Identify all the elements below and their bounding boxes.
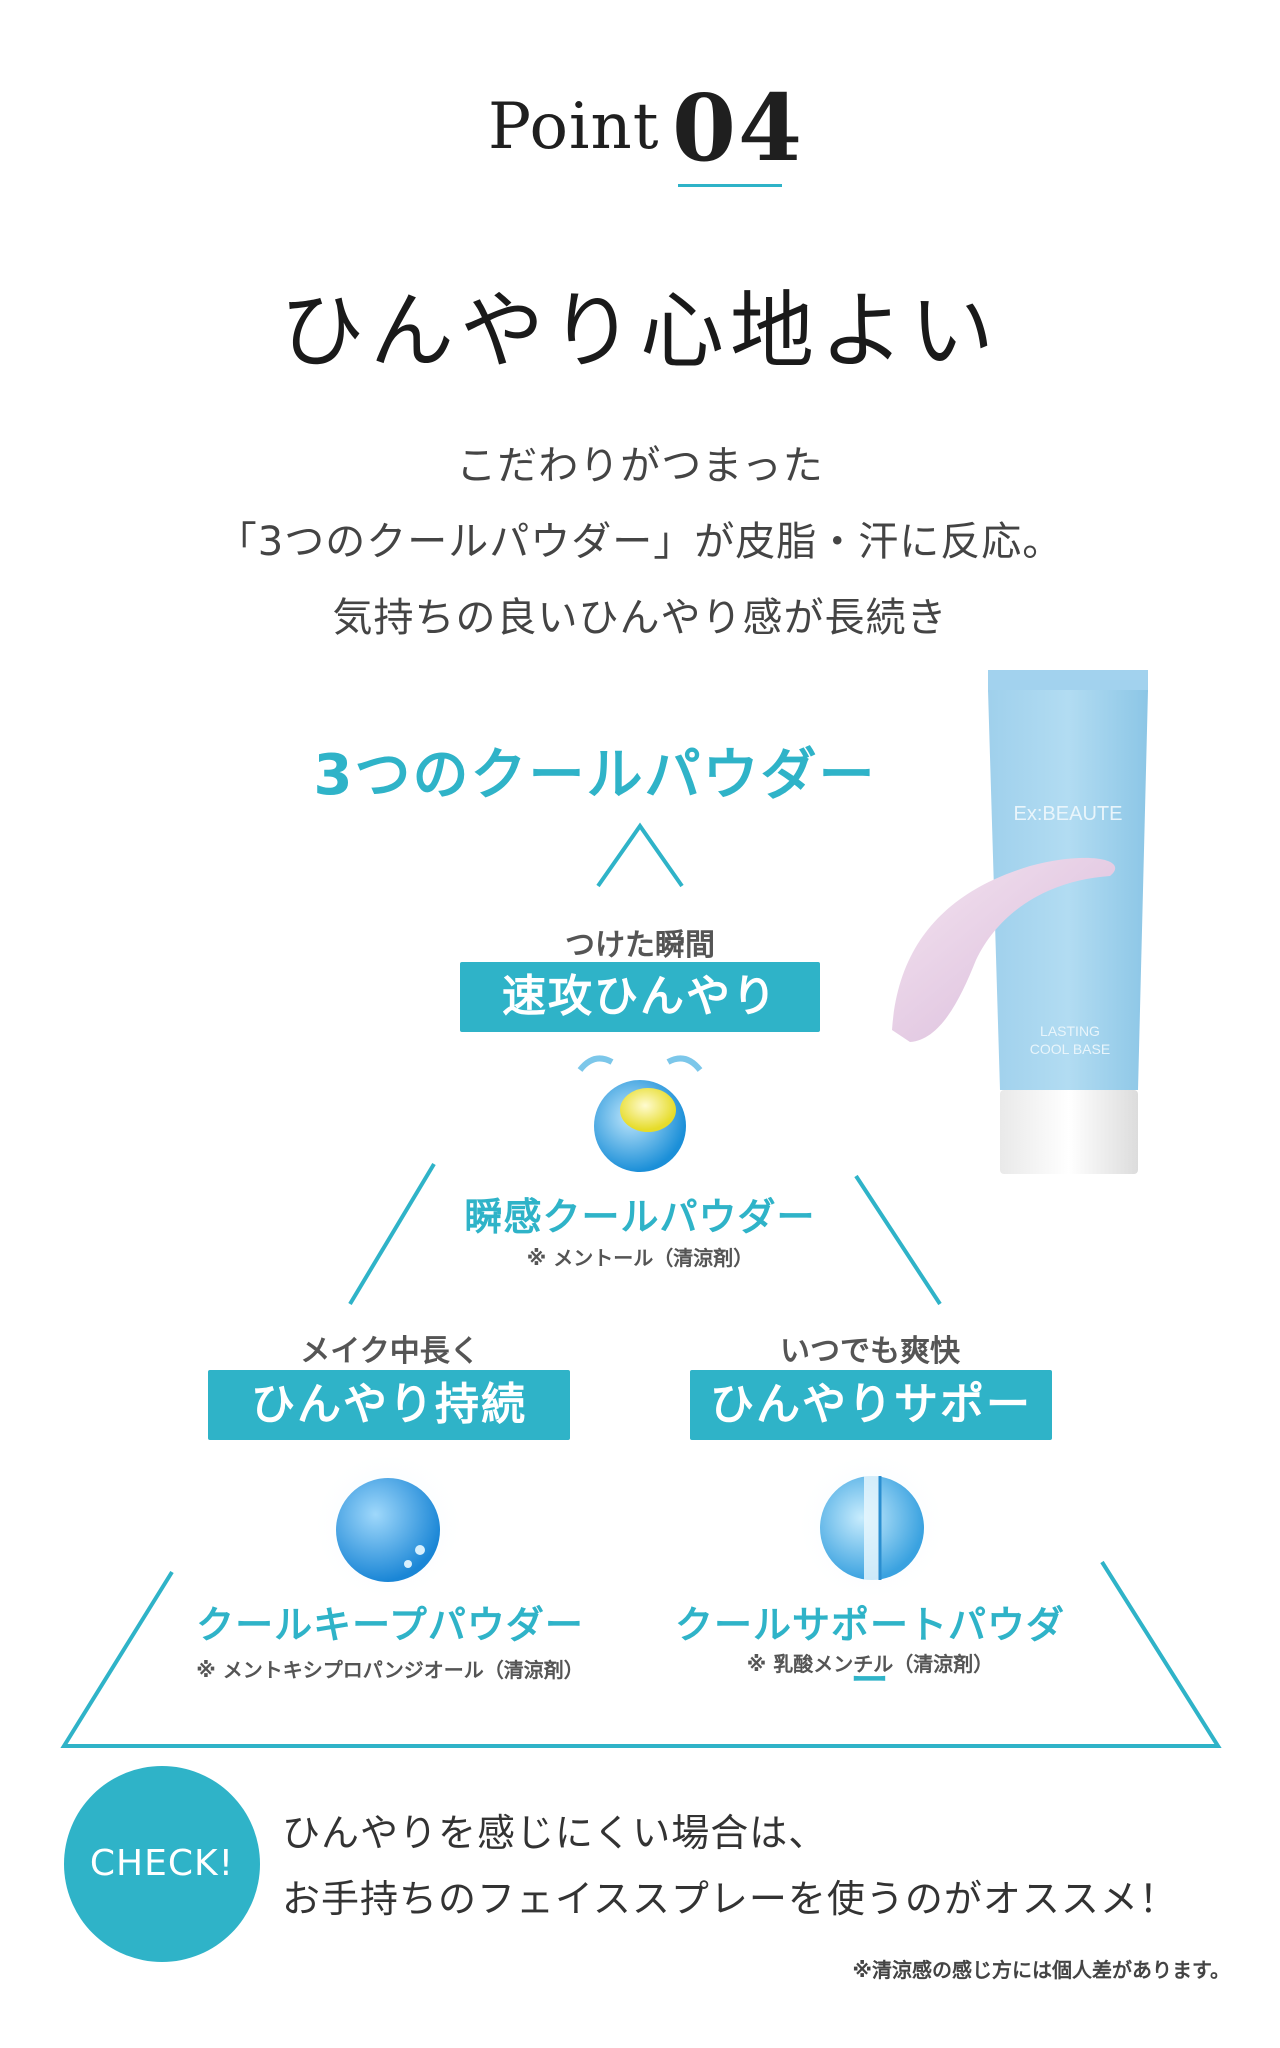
product-brand: Ex:BEAUTE	[1014, 803, 1123, 825]
check-badge: CHECK!	[64, 1766, 260, 1962]
top-powder-note: ※ メントール（清涼剤）	[526, 1246, 754, 1270]
product-name-line1: LASTING	[1040, 1023, 1100, 1039]
point-underline	[678, 184, 782, 187]
left-powder-bar: ひんやり持続	[208, 1370, 570, 1440]
right-side-upper	[854, 1174, 942, 1306]
intro-line-1: こだわりがつまった	[456, 443, 824, 489]
apex-caret	[596, 822, 684, 888]
top-powder-name: 瞬感クールパウダー	[464, 1195, 816, 1239]
product-tube-image: Ex:BEAUTE LASTING COOL BASE	[892, 670, 1148, 1174]
triangle-base	[60, 1560, 1222, 1748]
section-title: 3つのクールパウダー	[0, 730, 1280, 811]
product-tube: Ex:BEAUTE LASTING COOL BASE	[880, 670, 1180, 1180]
page-title: ひんやり心地よい	[279, 282, 1000, 380]
footnote: ※清涼感の感じ方には個人差があります。	[852, 1958, 1230, 1982]
check-text: ひんやりを感じにくい場合は、 お手持ちのフェイススプレーを使うのがオススメ！	[282, 1800, 1178, 1932]
point-label: Point	[488, 90, 660, 164]
section-title-text: 3つのクールパウダー	[313, 743, 877, 808]
left-powder-note: ※ メントキシプロパンジオール（清涼剤）	[196, 1658, 584, 1682]
top-powder-bar: 速攻ひんやり	[460, 962, 820, 1032]
intro-line-2: 「3つのクールパウダー」が皮脂・汗に反応。	[216, 519, 1064, 565]
cool-support-sphere-icon	[794, 1448, 950, 1604]
product-name-line2: COOL BASE	[1030, 1041, 1110, 1057]
left-side-upper	[348, 1162, 436, 1306]
left-powder-sub-label: メイク中長く	[300, 1334, 480, 1369]
right-powder-sub-label: いつでも爽快	[780, 1334, 960, 1369]
left-powder-name: クールキープパウダー	[196, 1603, 584, 1647]
right-powder-note: ※ 乳酸メンチル（清涼剤）	[746, 1652, 994, 1676]
point-number: 04	[672, 74, 805, 182]
intro-line-3: 気持ちの良いひんやり感が長続き	[332, 595, 948, 641]
intro-text: こだわりがつまった 「3つのクールパウダー」が皮脂・汗に反応。 気持ちの良いひん…	[0, 428, 1280, 656]
menthol-sphere-icon	[577, 1055, 703, 1172]
cool-keep-sphere-icon	[310, 1448, 466, 1604]
check-line-2: お手持ちのフェイススプレーを使うのがオススメ！	[282, 1877, 1178, 1921]
right-powder-name: クールサポートパウダー	[674, 1603, 1065, 1702]
top-powder-sub-label: つけた瞬間	[565, 928, 715, 963]
right-powder-bar: ひんやりサポート	[690, 1370, 1052, 1500]
check-line-1: ひんやりを感じにくい場合は、	[282, 1811, 828, 1855]
